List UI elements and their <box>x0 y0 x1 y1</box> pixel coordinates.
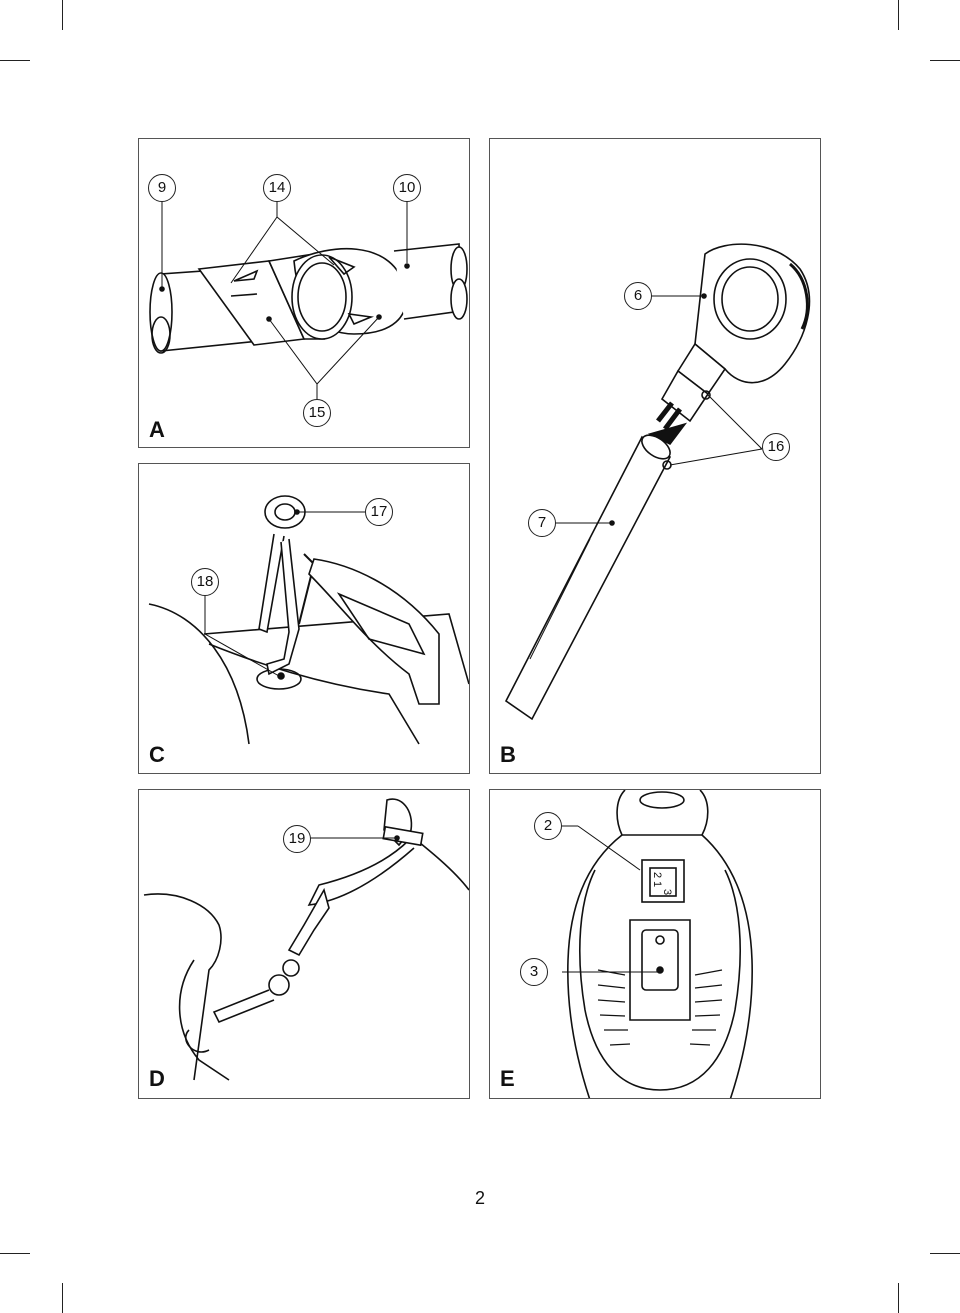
panel-label-a: A <box>149 417 165 442</box>
figure-panel-d: 19 D <box>138 789 470 1099</box>
crop-mark <box>0 1253 30 1254</box>
callout-14: 14 <box>263 174 291 202</box>
callout-2: 2 <box>534 812 562 840</box>
page-number: 2 <box>474 1188 485 1208</box>
panel-label-c: C <box>149 742 165 767</box>
callout-18: 18 <box>191 568 219 596</box>
crop-mark <box>62 1283 63 1313</box>
crop-mark <box>0 60 30 61</box>
callout-16: 16 <box>762 433 790 461</box>
callout-19: 19 <box>283 825 311 853</box>
figure-panel-c: 17 18 C <box>138 463 470 774</box>
callout-10: 10 <box>393 174 421 202</box>
panel-label-d: D <box>149 1066 165 1091</box>
crop-mark <box>898 1283 899 1313</box>
figure-panel-b: 6 16 7 B <box>489 138 821 774</box>
callout-6: 6 <box>624 282 652 310</box>
panel-label-b: B <box>500 742 516 767</box>
callout-9: 9 <box>148 174 176 202</box>
crop-mark <box>930 1253 960 1254</box>
blower-rear-illustration <box>562 790 753 1098</box>
callout-17: 17 <box>365 498 393 526</box>
switch-mark: 3 <box>661 888 674 896</box>
blower-tube-illustration <box>504 243 811 721</box>
figure-panel-a: 9 14 10 15 A <box>138 138 470 448</box>
callout-15: 15 <box>303 399 331 427</box>
panel-label-e: E <box>500 1066 515 1091</box>
shoulder-strap-illustration <box>143 798 469 1081</box>
strap-hook-illustration <box>148 495 469 745</box>
switch-mark: 2 <box>651 871 664 879</box>
switch-mark: 1 <box>651 880 664 888</box>
callout-7: 7 <box>528 509 556 537</box>
crop-mark <box>62 0 63 30</box>
figure-panel-e: 2 1 3 2 3 E <box>489 789 821 1099</box>
tube-assembly-illustration <box>149 197 468 401</box>
crop-mark <box>898 0 899 30</box>
callout-3: 3 <box>520 958 548 986</box>
crop-mark <box>930 60 960 61</box>
